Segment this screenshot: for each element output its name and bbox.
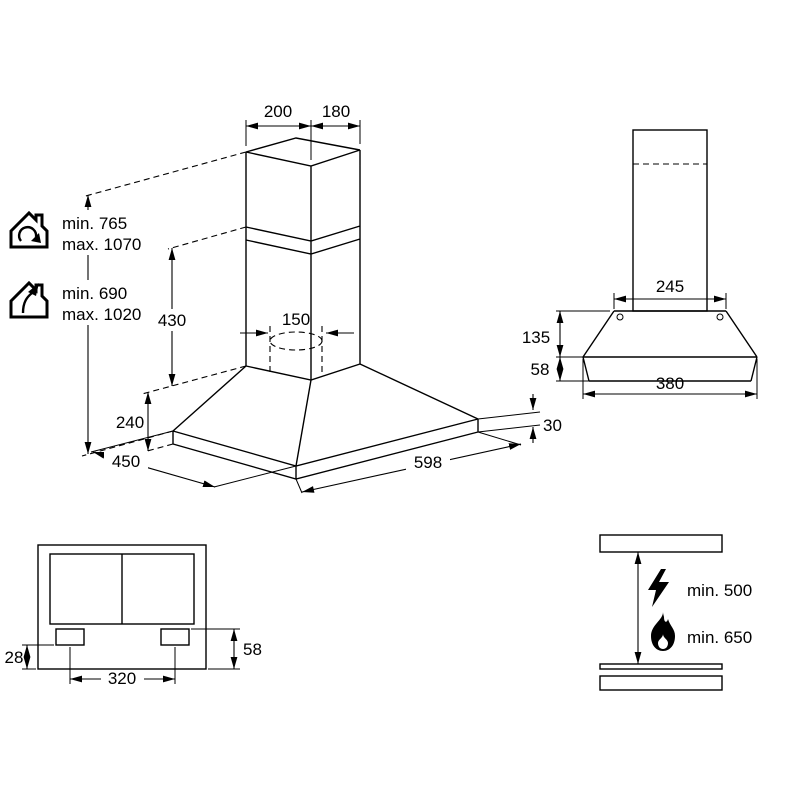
duct-outlet-sides (269, 326, 323, 376)
extension-lines (90, 120, 541, 494)
lamp-right (160, 628, 190, 646)
hood-bottom-panel (599, 534, 723, 553)
label-mask (104, 451, 148, 472)
electric-clearance-label: min. 500 (687, 581, 752, 600)
extraction-arrowhead (28, 283, 39, 296)
recirculation-height-min: min. 765 (62, 214, 127, 233)
worktop (599, 675, 723, 691)
recirculation-height-max: max. 1070 (62, 235, 141, 254)
label-mask (101, 670, 144, 688)
extraction-mode-icon (9, 280, 49, 319)
dim-chimney-width: 245 (656, 277, 684, 296)
gas-flame-icon (651, 612, 675, 651)
electric-hob-icon (648, 569, 669, 607)
dim-base-height: 58 (531, 360, 550, 379)
dim-lamp-top-offset: 58 (243, 640, 262, 659)
duct-outlet-circle (269, 331, 323, 351)
dim-width: 598 (414, 453, 442, 472)
dim-canopy-height: 135 (522, 328, 550, 347)
chimney-3d-outline (245, 137, 361, 380)
perspective-view: 200 180 min. 765 max. 1070 min. 690 max.… (9, 102, 562, 494)
projection-leader-lines (81, 151, 247, 457)
filter-hook-left-icon (616, 313, 624, 321)
recirculation-arrowhead (31, 233, 41, 243)
hob-surface (599, 663, 723, 670)
extraction-arrow (21, 292, 33, 314)
dim-chimney-top-depth: 180 (322, 102, 350, 121)
bottom-view: 320 58 28 (5, 544, 262, 688)
extraction-height-min: min. 690 (62, 284, 127, 303)
recirculation-mode-icon (9, 210, 49, 249)
extraction-height-max: max. 1020 (62, 305, 141, 324)
label-mask (152, 309, 192, 331)
dim-chimney-top-width: 200 (264, 102, 292, 121)
flame-outer (651, 612, 675, 651)
label-mask (58, 280, 150, 325)
gas-clearance-label: min. 650 (687, 628, 752, 647)
label-mask (406, 452, 450, 473)
house-icon (9, 280, 49, 319)
flame-inner (658, 634, 668, 649)
hood-underside-outline (37, 544, 207, 670)
dim-chimney-height: 430 (158, 311, 186, 330)
front-view: 245 135 58 380 (522, 129, 758, 399)
dim-lamp-spacing: 320 (108, 669, 136, 688)
lamp-left (55, 628, 85, 646)
extension-lines (22, 628, 240, 684)
dim-rim-height: 30 (543, 416, 562, 435)
filter-hook-right-icon (716, 313, 724, 321)
dim-depth: 450 (112, 452, 140, 471)
house-icon (9, 210, 49, 249)
dim-duct-diameter: 150 (282, 310, 310, 329)
canopy-front-outline (582, 310, 758, 382)
dim-base-width: 380 (656, 374, 684, 393)
dim-lamp-bottom-offset: 28 (5, 648, 24, 667)
clearance-view: min. 500 min. 650 (599, 534, 752, 691)
recirculation-arrow (17, 225, 38, 242)
dim-canopy-height: 240 (116, 413, 144, 432)
label-mask (58, 210, 148, 255)
